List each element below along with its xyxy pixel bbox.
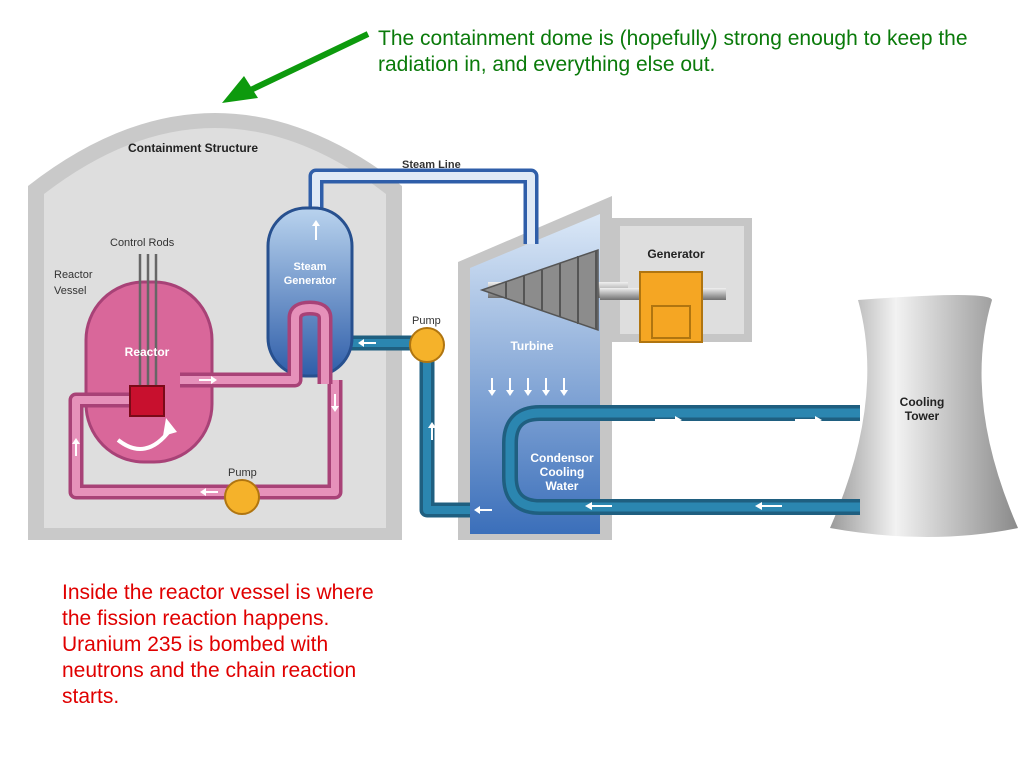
- label-pump-feedwater: Pump: [412, 315, 441, 327]
- condenser-cooling-loop: [502, 405, 860, 515]
- pointer-arrow: [222, 31, 370, 103]
- reactor-caption: Inside the reactor vessel is where the f…: [62, 581, 374, 708]
- steam-line: [308, 168, 539, 244]
- label-generator: Generator: [647, 247, 705, 261]
- label-steam-line: Steam Line: [402, 159, 461, 171]
- control-rods: [138, 254, 158, 396]
- primary-coolant-loop: [68, 300, 343, 500]
- label-condenser-2: Cooling: [540, 465, 585, 479]
- circulation-arrow: [116, 428, 172, 451]
- flow-arrows: [72, 220, 822, 514]
- label-steam-generator-2: Generator: [284, 275, 337, 287]
- label-cooling-tower-2: Tower: [905, 409, 940, 423]
- label-condenser-3: Water: [546, 479, 579, 493]
- label-reactor-vessel-1: Reactor: [54, 269, 93, 281]
- label-reactor-vessel-2: Vessel: [54, 285, 86, 297]
- steam-generator: [266, 206, 354, 378]
- label-control-rods: Control Rods: [110, 237, 175, 249]
- circulation-arrow-head: [163, 418, 177, 436]
- containment-caption: The containment dome is (hopefully) stro…: [378, 27, 968, 76]
- generator: [639, 271, 703, 343]
- cooling-tower: [830, 295, 1018, 537]
- label-pump-primary: Pump: [228, 467, 257, 479]
- reactor-core: [129, 385, 165, 417]
- label-containment-structure: Containment Structure: [128, 141, 258, 155]
- primary-pump: [224, 479, 260, 515]
- feedwater-pump: [409, 327, 445, 363]
- label-reactor: Reactor: [125, 345, 170, 359]
- label-cooling-tower-1: Cooling: [900, 395, 945, 409]
- label-steam-generator-1: Steam: [293, 261, 326, 273]
- label-condenser-1: Condensor: [530, 451, 594, 465]
- feedwater-loop: [348, 335, 470, 518]
- label-turbine: Turbine: [510, 339, 553, 353]
- turbine-rotor: [479, 248, 628, 332]
